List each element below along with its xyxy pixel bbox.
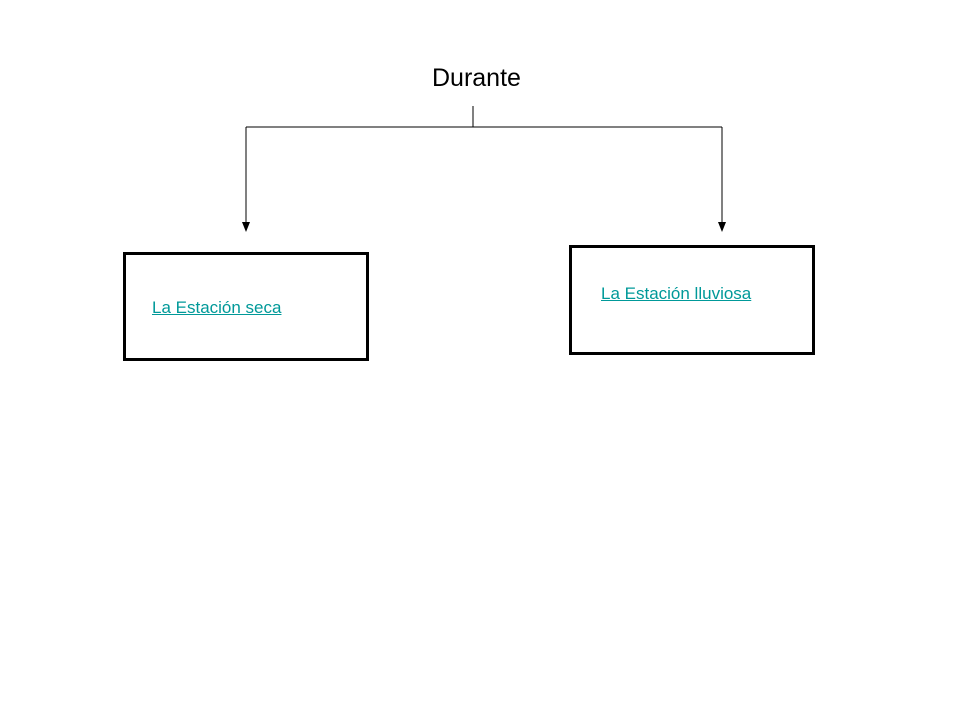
rainy-season-box	[569, 245, 815, 355]
right-arrowhead	[718, 222, 726, 232]
left-arrowhead	[242, 222, 250, 232]
dry-season-link[interactable]: La Estación seca	[152, 298, 282, 317]
dry-season-box	[123, 252, 369, 361]
rainy-season-link[interactable]: La Estación lluviosa	[601, 284, 752, 303]
diagram-title: Durante	[432, 64, 521, 92]
